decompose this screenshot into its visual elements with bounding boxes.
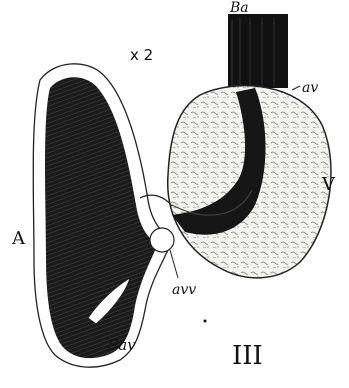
ventricle <box>168 86 331 278</box>
label-avv: avv <box>172 282 196 298</box>
bulbus-arteriosus <box>228 14 288 88</box>
magnification-label: x 2 <box>130 46 153 64</box>
figure-number: III <box>232 341 263 371</box>
label-av: av <box>302 80 318 96</box>
dot-mark <box>204 320 207 323</box>
label-v: V <box>321 174 336 195</box>
label-a: A <box>11 228 26 249</box>
atrium <box>33 64 172 367</box>
label-sav: Sav <box>108 336 136 354</box>
label-ba: Ba <box>229 0 249 16</box>
